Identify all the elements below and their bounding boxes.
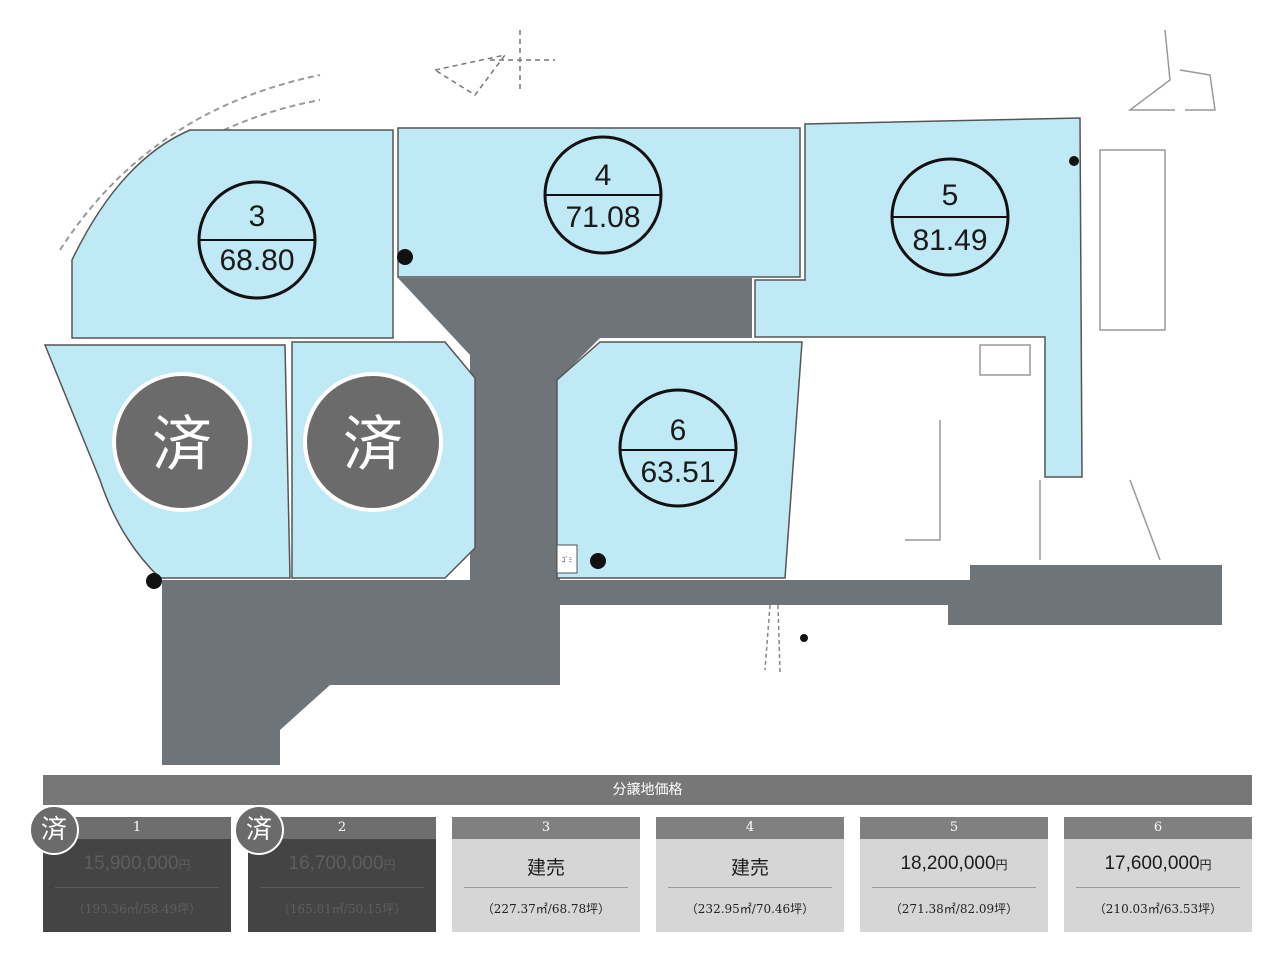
card-6-price: 17,600,000円 [1104,853,1212,874]
lot-2-sold-mark: 済 [303,372,443,512]
drain-hatching [764,604,781,673]
lot-5-number: 5 [942,179,959,212]
card-1-sold-badge: 済 [29,805,79,855]
survey-point [1069,156,1079,166]
card-6-divider [1076,887,1240,888]
card-2-number: 2 [248,817,436,839]
neighbor-structures [905,29,1216,561]
card-1-area: （193.36㎡/58.49坪） [72,902,202,916]
lot-6-area: 63.51 [640,456,715,489]
price-card-6[interactable]: 6 17,600,000円 （210.03㎡/63.53坪） [1064,817,1252,932]
lot-6-parcel [556,341,803,579]
survey-point [146,573,162,589]
card-5-number: 5 [860,817,1048,839]
price-card-3[interactable]: 3 建売 （227.37㎡/68.78坪） [452,817,640,932]
card-1-divider [55,887,219,888]
card-5-price: 18,200,000円 [900,853,1008,874]
lot-1-sold-mark: 済 [112,372,252,512]
lot-4-area: 71.08 [565,201,640,234]
card-4-price: 建売 [730,858,769,879]
lot-6-badge[interactable]: 6 63.51 [618,388,738,508]
price-table-header: 分譲地価格 [43,775,1252,805]
card-6-number: 6 [1064,817,1252,839]
card-3-price: 建売 [526,858,565,879]
subdivision-map: 3 68.80 4 71.08 5 81.49 6 63.51 済 済 ｺﾞﾐ [43,29,1222,765]
lot-5-badge[interactable]: 5 81.49 [890,157,1010,277]
lot-4-badge[interactable]: 4 71.08 [543,135,663,255]
price-card-4[interactable]: 4 建売 （232.95㎡/70.46坪） [656,817,844,932]
compass-icon [433,30,555,97]
survey-point [397,249,413,265]
card-5-divider [872,887,1036,888]
lot-4-number: 4 [595,159,612,192]
card-1-price: 15,900,000円 [83,853,191,874]
lot-3-number: 3 [249,200,266,233]
lot-5-area: 81.49 [912,224,987,257]
card-5-area: （271.38㎡/82.09坪） [889,902,1019,916]
card-2-price: 16,700,000円 [288,853,396,874]
lot-6-number: 6 [670,414,687,447]
lot-3-badge[interactable]: 3 68.80 [197,180,317,300]
card-3-area: （227.37㎡/68.78坪） [481,902,611,916]
garbage-station-text: ｺﾞﾐ [562,556,573,564]
card-4-divider [668,887,832,888]
card-3-divider [464,887,628,888]
card-4-area: （232.95㎡/70.46坪） [685,902,815,916]
card-6-area: （210.03㎡/63.53坪） [1093,902,1223,916]
lot-1-sold-text: 済 [152,410,212,480]
lot-2-sold-text: 済 [343,410,403,480]
lot-3-parcel [71,129,394,339]
card-2-area: （165.81㎡/50.15坪） [277,902,407,916]
survey-point [800,634,808,642]
card-3-number: 3 [452,817,640,839]
card-2-sold-badge: 済 [234,805,284,855]
lot-3-area: 68.80 [219,244,294,277]
lot-5-parcel [754,117,1083,478]
lot-4-parcel [397,127,801,278]
card-1-number: 1 [43,817,231,839]
price-card-2[interactable]: 2 16,700,000円 （165.81㎡/50.15坪） [248,817,436,932]
card-4-number: 4 [656,817,844,839]
road [162,278,1222,765]
garbage-station-sign: ｺﾞﾐ [556,544,578,574]
stairs-hatching [59,74,321,261]
survey-point [590,553,606,569]
price-card-5[interactable]: 5 18,200,000円 （271.38㎡/82.09坪） [860,817,1048,932]
card-2-divider [260,887,424,888]
